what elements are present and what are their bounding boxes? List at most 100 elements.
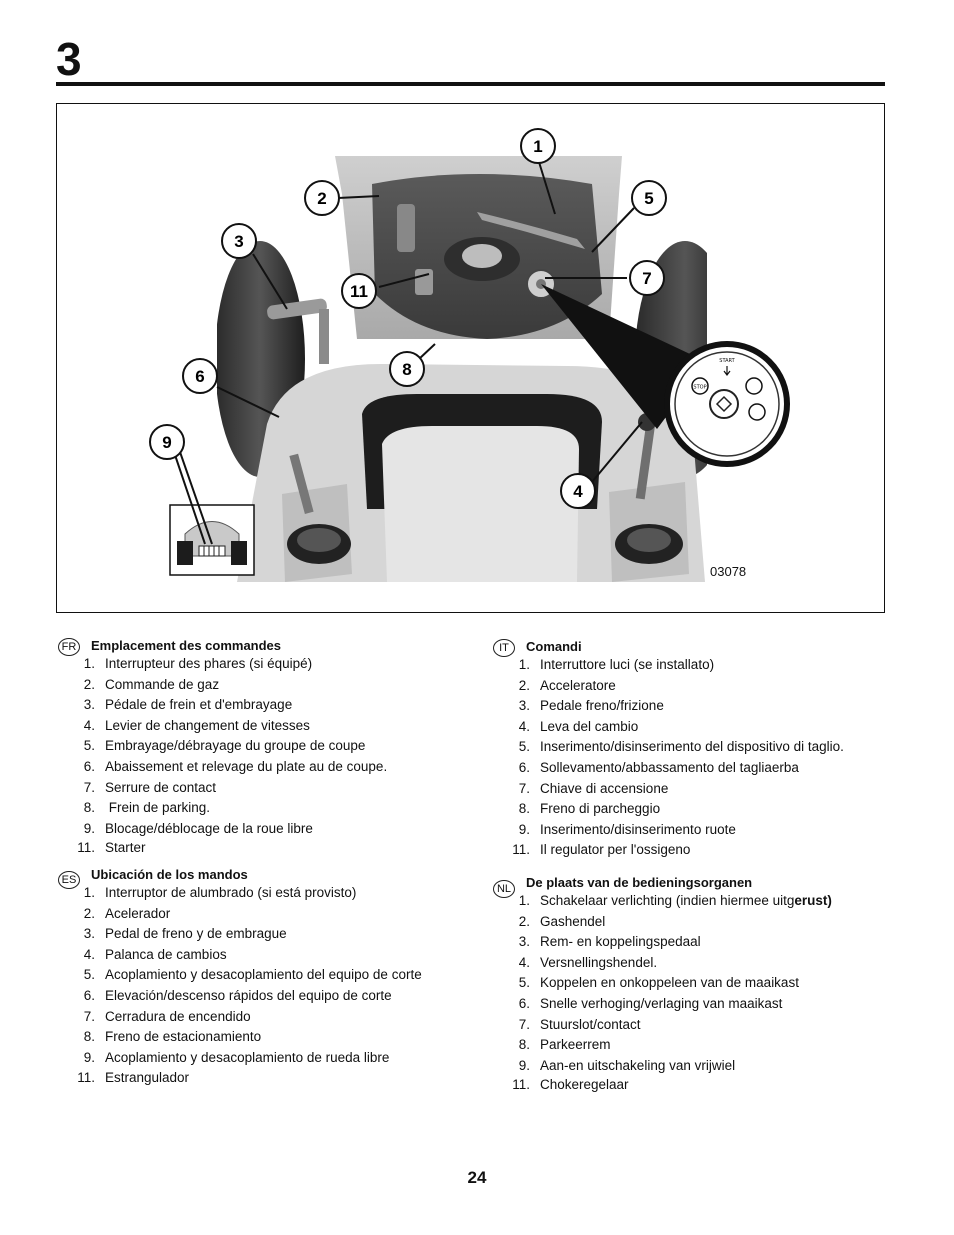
item-number: 3.	[518, 934, 530, 950]
list-item: 9.Blocage/déblocage de la roue libre	[84, 819, 387, 840]
list-item: 11.Il regulator per l'ossigeno	[512, 840, 844, 861]
section-es: ES Ubicación de los mandos 1.Interruptor…	[58, 866, 422, 1089]
item-number: 8.	[83, 800, 95, 816]
callout-6-number: 6	[195, 367, 204, 386]
list-item: 3.Pedal de freno y de embrague	[84, 924, 422, 945]
lang-badge-fr: FR	[58, 638, 80, 656]
item-number: 1.	[518, 657, 530, 672]
item-number: 6.	[83, 758, 95, 774]
item-number: 11.	[77, 1070, 95, 1086]
item-number: 9.	[518, 1057, 530, 1073]
list-item: 3.Rem- en koppelingspedaal	[519, 932, 832, 953]
controls-figure: STOP START 1 2 3 5 11 7	[56, 103, 885, 613]
list-item: 8.Freno de estacionamiento	[84, 1027, 422, 1048]
callout-7: 7	[629, 260, 665, 296]
callout-11: 11	[341, 273, 377, 309]
callout-9-number: 9	[162, 433, 171, 452]
item-number: 5.	[83, 967, 95, 983]
item-number: 1.	[83, 885, 95, 900]
section-title-nl: De plaats van de bedieningsorganen	[526, 875, 753, 890]
list-item: 1.Interrupteur des phares (si équipé)	[84, 654, 387, 675]
item-number: 11.	[512, 842, 530, 858]
list-item: 6.Elevación/descenso rápidos del equipo …	[84, 986, 422, 1007]
item-number: 5.	[518, 739, 530, 755]
leader-lines	[173, 161, 643, 545]
list-item: 6.Sollevamento/abbassamento del tagliaer…	[519, 758, 844, 779]
item-number: 7.	[83, 1008, 95, 1024]
item-number: 3.	[518, 698, 530, 714]
list-item: 2.Acelerador	[84, 904, 422, 925]
item-number: 1.	[518, 893, 530, 908]
list-item: 3.Pédale de frein et d'embrayage	[84, 695, 387, 716]
item-number: 11.	[512, 1077, 530, 1093]
list-item: 6.Abaissement et relevage du plate au de…	[84, 757, 387, 778]
item-number: 6.	[518, 995, 530, 1011]
section-fr: FR Emplacement des commandes 1.Interrupt…	[58, 637, 387, 856]
section-title-fr: Emplacement des commandes	[91, 638, 282, 653]
list-item: 7.Stuurslot/contact	[519, 1015, 832, 1036]
list-item: 4.Versnellingshendel.	[519, 953, 832, 974]
item-number: 3.	[83, 697, 95, 713]
item-number: 2.	[518, 677, 530, 693]
list-item: 7.Serrure de contact	[84, 778, 387, 799]
item-number: 4.	[518, 718, 530, 734]
list-item: 6.Snelle verhoging/verlaging van maaikas…	[519, 994, 832, 1015]
item-number: 7.	[518, 780, 530, 796]
lang-badge-es: ES	[58, 871, 80, 889]
item-number: 8.	[83, 1029, 95, 1045]
callout-8-number: 8	[402, 360, 411, 379]
item-number: 4.	[83, 946, 95, 962]
list-item: 8. Frein de parking.	[84, 798, 387, 819]
list-item: 1.Interruptor de alumbrado (si está prov…	[84, 883, 422, 904]
item-number: 2.	[83, 676, 95, 692]
start-label: START	[719, 358, 735, 364]
item-number: 7.	[83, 779, 95, 795]
item-number: 8.	[518, 1037, 530, 1053]
item-number: 9.	[518, 821, 530, 837]
item-number: 5.	[83, 738, 95, 754]
list-item: 9.Inserimento/disinserimento ruote	[519, 820, 844, 841]
callout-2-number: 2	[317, 189, 326, 208]
page-number: 24	[467, 1168, 487, 1187]
list-item: 2.Commande de gaz	[84, 675, 387, 696]
list-item: 5.Inserimento/disinserimento del disposi…	[519, 737, 844, 758]
list-item: 4.Leva del cambio	[519, 717, 844, 738]
section-title-it: Comandi	[526, 639, 582, 654]
chapter-number: 3	[56, 33, 82, 85]
list-item: 5.Acoplamiento y desacoplamiento del equ…	[84, 965, 422, 986]
callout-3: 3	[221, 223, 257, 259]
callout-7-number: 7	[642, 269, 651, 288]
list-item: 9.Aan-en uitschakeling van vrijwiel	[519, 1056, 832, 1077]
callout-4: 4	[560, 473, 596, 509]
item-number: 11.	[77, 840, 95, 856]
controls-list-it: 1.Interruttore luci (se installato) 2.Ac…	[512, 655, 844, 861]
item-number: 9.	[83, 1049, 95, 1065]
controls-list-es: 1.Interruptor de alumbrado (si está prov…	[77, 883, 422, 1089]
mower-illustration: STOP START 1 2 3 5 11 7	[149, 128, 790, 582]
callout-8: 8	[389, 351, 425, 387]
section-it: IT Comandi 1.Interruttore luci (se insta…	[493, 638, 844, 861]
list-item: 4.Palanca de cambios	[84, 945, 422, 966]
controls-list-nl: 1.Schakelaar verlichting (indien hiermee…	[512, 891, 832, 1093]
lang-badge-it: IT	[493, 639, 515, 657]
callout-2: 2	[304, 180, 340, 216]
list-item: 7.Cerradura de encendido	[84, 1007, 422, 1028]
callout-9: 9	[149, 424, 185, 460]
item-number: 7.	[518, 1016, 530, 1032]
controls-list-fr: 1.Interrupteur des phares (si équipé) 2.…	[77, 654, 387, 856]
callout-6: 6	[182, 358, 218, 394]
figure-reference: 03078	[710, 564, 746, 579]
callout-1-number: 1	[533, 137, 542, 156]
list-item: 11.Chokeregelaar	[512, 1077, 629, 1093]
item-number: 9.	[83, 820, 95, 836]
section-title-es: Ubicación de los mandos	[91, 867, 248, 882]
section-nl: NL De plaats van de bedieningsorganen 1.…	[493, 874, 832, 1093]
callout-1: 1	[520, 128, 556, 164]
callout-3-number: 3	[234, 232, 243, 251]
list-item: 3.Pedale freno/frizione	[519, 696, 844, 717]
list-item: 1.Schakelaar verlichting (indien hiermee…	[519, 891, 832, 912]
item-number: 8.	[518, 801, 530, 817]
list-item: 8.Parkeerrem	[519, 1035, 832, 1056]
list-item: 7.Chiave di accensione	[519, 779, 844, 800]
item-number: 1.	[83, 656, 95, 671]
